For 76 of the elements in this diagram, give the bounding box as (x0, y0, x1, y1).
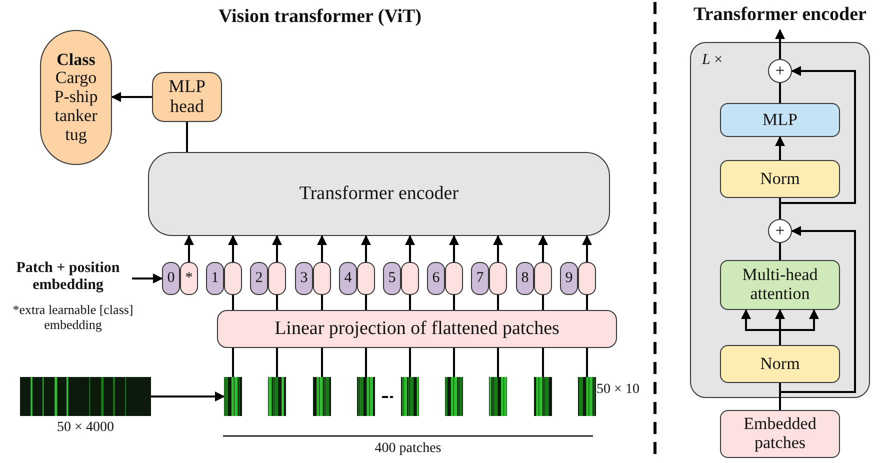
process-box: MLP head (152, 72, 222, 122)
arrow (317, 235, 327, 262)
position-token: 5 (383, 262, 401, 295)
connector-line (409, 348, 411, 377)
arrow (361, 235, 371, 262)
connector-line (779, 83, 781, 103)
connector-line (497, 348, 499, 377)
title: Vision transformer (ViT) (218, 6, 422, 28)
arrow (779, 309, 819, 345)
connector-line (542, 348, 544, 377)
connector-line (497, 295, 499, 310)
heading: Class (56, 50, 96, 70)
embedding-label: Patch + position embedding (4, 260, 132, 300)
arrow (775, 136, 785, 160)
patch-token (578, 262, 596, 295)
position-token: 9 (560, 262, 578, 295)
connector-line (276, 295, 278, 310)
process-box: Norm (720, 160, 840, 198)
arrow (405, 235, 415, 262)
position-token: 0 (162, 262, 180, 295)
patch-token (268, 262, 286, 295)
process-box: MLP (720, 103, 840, 137)
connector-line (365, 348, 367, 377)
dimension-label: 400 patches (374, 441, 442, 458)
arrow (111, 92, 152, 102)
arrow (775, 29, 785, 59)
connector-line (321, 348, 323, 377)
arrow (449, 235, 459, 262)
encoder-box: Transformer encoder (148, 152, 610, 236)
connector-line (586, 348, 588, 377)
patch-token (357, 262, 375, 295)
connector-line (232, 348, 234, 377)
patch-token (401, 262, 419, 295)
patch-token (313, 262, 331, 295)
patch-token (489, 262, 507, 295)
arrow (272, 235, 282, 262)
patch-token (534, 262, 552, 295)
connector-line (321, 295, 323, 310)
patch-token (445, 262, 463, 295)
position-token: 4 (339, 262, 357, 295)
process-box: Norm (720, 345, 840, 383)
connector-line (186, 122, 188, 152)
note: *extra learnable [class] embedding (12, 303, 134, 333)
arrow (493, 235, 503, 262)
dimension-label: 50 × 4000 (56, 420, 115, 436)
repeat-label: L × (702, 52, 723, 70)
connector-line (453, 348, 455, 377)
arrow (151, 392, 225, 402)
process-box: Multi-head attention (720, 260, 840, 310)
connector-line (779, 243, 781, 260)
connector-line (542, 295, 544, 310)
arrow (582, 235, 592, 262)
dimension-label: 50 × 10 (596, 382, 640, 398)
arrow (779, 66, 856, 219)
arrow (132, 274, 163, 284)
position-token: 6 (427, 262, 445, 295)
connector-line (409, 295, 411, 310)
process-box: Linear projection of flattened patches (217, 310, 617, 348)
class-list: Cargo P-ship tanker tug (48, 69, 104, 144)
arrow (228, 235, 238, 262)
process-box: Embedded patches (720, 410, 840, 458)
connector-line (365, 295, 367, 310)
position-token: 8 (516, 262, 534, 295)
position-token: 1 (206, 262, 224, 295)
connector-line (586, 295, 588, 310)
patch-token (224, 262, 242, 295)
position-token: 7 (471, 262, 489, 295)
patch-token: * (180, 262, 198, 295)
position-token: 3 (295, 262, 313, 295)
arrow (184, 235, 194, 262)
panel-title: Transformer encoder (692, 4, 868, 26)
connector-line (276, 348, 278, 377)
connector-line (453, 295, 455, 310)
arrow (538, 235, 548, 262)
position-token: 2 (250, 262, 268, 295)
connector-line (232, 295, 234, 310)
